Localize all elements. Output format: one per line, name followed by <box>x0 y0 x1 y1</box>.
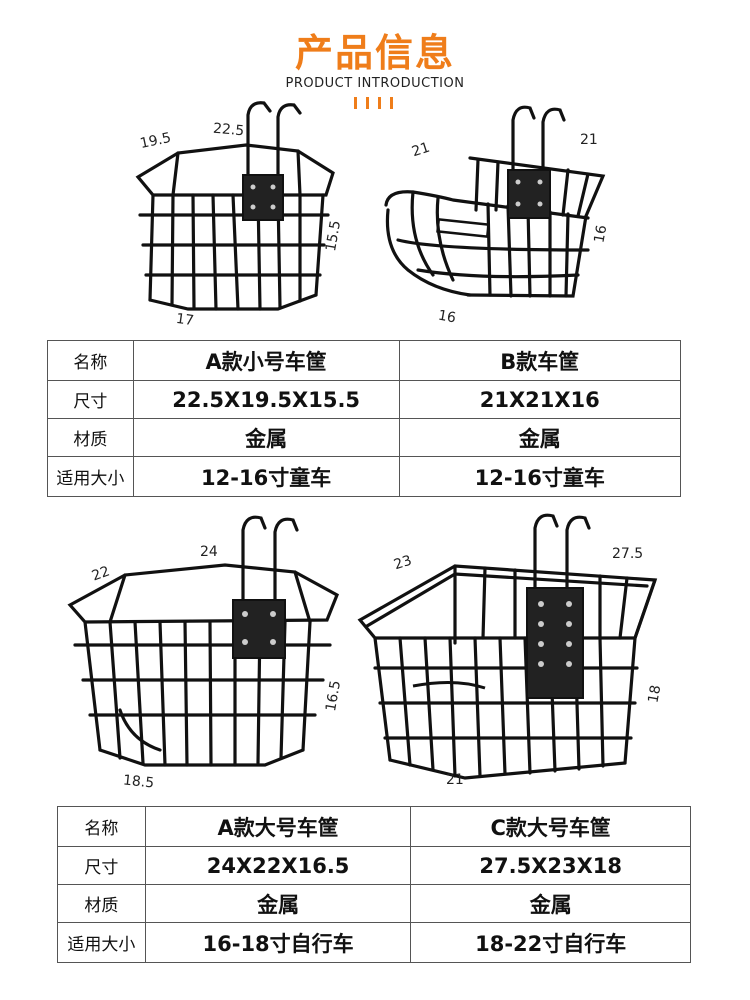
dimension-label: 21 <box>580 132 598 148</box>
cell-value: 12-16寸童车 <box>132 456 400 497</box>
dimension-label: 17 <box>174 310 195 330</box>
row-label: 名称 <box>57 806 146 847</box>
cell-value: 18-22寸自行车 <box>410 922 691 963</box>
basket-a-large-icon <box>65 510 345 780</box>
table-row: 尺寸 24X22X16.5 27.5X23X18 <box>57 846 691 885</box>
table-row: 名称 A款小号车筐 B款车筐 <box>47 340 681 381</box>
row-label: 尺寸 <box>47 380 134 419</box>
row-label: 尺寸 <box>57 846 146 885</box>
page-title: 产品信息 <box>294 31 455 75</box>
row-label: 材质 <box>47 418 134 457</box>
spec-table-1: 名称 A款小号车筐 B款车筐 尺寸 22.5X19.5X15.5 21X21X1… <box>47 340 681 497</box>
cell-value: 16-18寸自行车 <box>144 922 412 963</box>
header-decoration <box>352 97 402 109</box>
cell-value: 21X21X16 <box>398 380 681 419</box>
cell-value: 金属 <box>144 884 412 923</box>
cell-value: C款大号车筐 <box>410 806 691 847</box>
page-subtitle: PRODUCT INTRODUCTION <box>285 76 465 91</box>
table-row: 材质 金属 金属 <box>57 884 691 923</box>
cell-value: A款小号车筐 <box>132 340 400 381</box>
basket-b-icon <box>378 100 608 315</box>
cell-value: 22.5X19.5X15.5 <box>132 380 400 419</box>
dimension-label: 16 <box>436 307 458 327</box>
dimension-label: 22.5 <box>212 120 245 140</box>
dimension-label: 24 <box>200 544 218 560</box>
cell-value: 12-16寸童车 <box>398 456 681 497</box>
dimension-label: 21 <box>446 772 464 788</box>
row-label: 名称 <box>47 340 134 381</box>
cell-value: A款大号车筐 <box>144 806 412 847</box>
row-label: 适用大小 <box>47 456 134 497</box>
cell-value: B款车筐 <box>398 340 681 381</box>
cell-value: 金属 <box>410 884 691 923</box>
table-row: 适用大小 16-18寸自行车 18-22寸自行车 <box>57 922 691 963</box>
spec-table-2: 名称 A款大号车筐 C款大号车筐 尺寸 24X22X16.5 27.5X23X1… <box>57 806 691 963</box>
dimension-label: 18.5 <box>122 772 155 792</box>
table-row: 尺寸 22.5X19.5X15.5 21X21X16 <box>47 380 681 419</box>
dimension-label: 16 <box>591 223 611 245</box>
cell-value: 金属 <box>132 418 400 457</box>
table-row: 名称 A款大号车筐 C款大号车筐 <box>57 806 691 847</box>
cell-value: 24X22X16.5 <box>144 846 412 885</box>
cell-value: 27.5X23X18 <box>410 846 691 885</box>
basket-a-small-icon <box>128 95 343 320</box>
basket-c-large-icon <box>355 508 667 788</box>
dimension-label: 18 <box>645 683 665 705</box>
row-label: 材质 <box>57 884 146 923</box>
table-row: 材质 金属 金属 <box>47 418 681 457</box>
dimension-label: 27.5 <box>612 546 644 562</box>
cell-value: 金属 <box>398 418 681 457</box>
row-label: 适用大小 <box>57 922 146 963</box>
table-row: 适用大小 12-16寸童车 12-16寸童车 <box>47 456 681 497</box>
